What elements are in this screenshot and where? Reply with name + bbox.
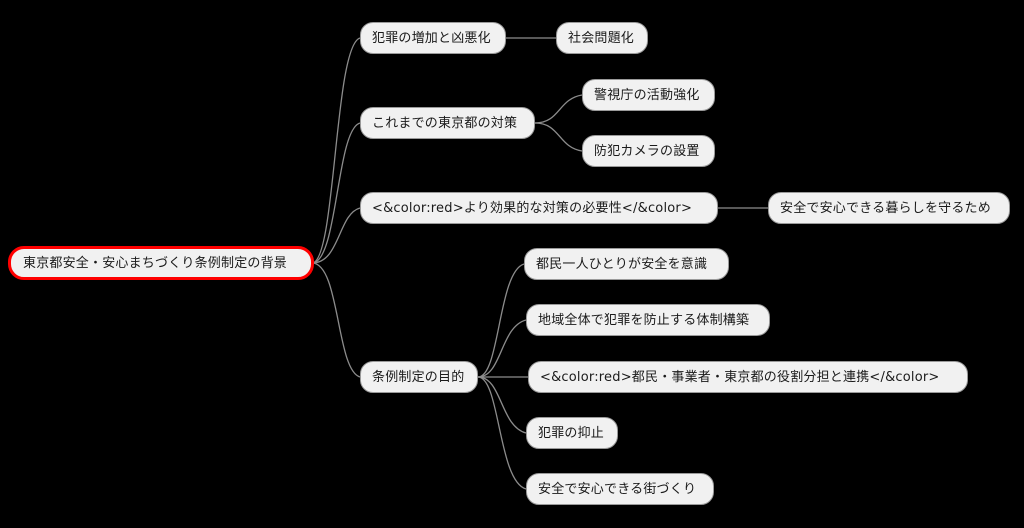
edge-ordinance-to-citizen-awareness xyxy=(477,263,525,378)
node-label: 犯罪の増加と凶悪化 xyxy=(372,30,491,46)
root-node-label: 東京都安全・安心まちづくり条例制定の背景 xyxy=(23,255,288,271)
node-label: <&color:red>都民・事業者・東京都の役割分担と連携</&color> xyxy=(540,369,940,385)
node-label: 安全で安心できる街づくり xyxy=(538,481,697,497)
edge-ordinance-to-community-system xyxy=(477,319,527,378)
node-citizen-awareness[interactable]: 都民一人ひとりが安全を意識 xyxy=(524,248,729,280)
edge-root-to-effective-measures xyxy=(311,207,361,264)
node-crime-increase[interactable]: 犯罪の増加と凶悪化 xyxy=(360,22,506,54)
node-ordinance-purpose[interactable]: 条例制定の目的 xyxy=(360,361,478,393)
node-police-activity[interactable]: 警視庁の活動強化 xyxy=(582,79,715,111)
node-label: 防犯カメラの設置 xyxy=(594,143,700,159)
node-effective-measures[interactable]: <&color:red>より効果的な対策の必要性</&color> xyxy=(360,192,718,224)
node-label: 警視庁の活動強化 xyxy=(594,87,700,103)
edge-root-to-tokyo-measures xyxy=(311,122,361,264)
node-label: 犯罪の抑止 xyxy=(538,425,605,441)
node-social-problem[interactable]: 社会問題化 xyxy=(556,22,648,54)
node-label: <&color:red>より効果的な対策の必要性</&color> xyxy=(372,200,693,216)
node-crime-deterrence[interactable]: 犯罪の抑止 xyxy=(526,417,618,449)
node-safe-living[interactable]: 安全で安心できる暮らしを守るため xyxy=(768,192,1010,224)
node-label: 都民一人ひとりが安全を意識 xyxy=(536,256,708,272)
node-role-sharing[interactable]: <&color:red>都民・事業者・東京都の役割分担と連携</&color> xyxy=(528,361,968,393)
edge-tokyo-measures-to-security-camera xyxy=(534,122,583,152)
node-tokyo-measures[interactable]: これまでの東京都の対策 xyxy=(360,107,535,139)
node-security-camera[interactable]: 防犯カメラの設置 xyxy=(582,135,715,167)
node-community-system[interactable]: 地域全体で犯罪を防止する体制構築 xyxy=(526,304,770,336)
node-label: 条例制定の目的 xyxy=(372,369,465,385)
edge-ordinance-to-safe-town xyxy=(477,376,527,490)
edge-tokyo-measures-to-police-activity xyxy=(534,94,583,124)
node-label: 安全で安心できる暮らしを守るため xyxy=(780,200,991,216)
mindmap-root-node[interactable]: 東京都安全・安心まちづくり条例制定の背景 xyxy=(8,246,314,280)
node-label: 地域全体で犯罪を防止する体制構築 xyxy=(538,312,750,328)
edge-root-to-crime-increase xyxy=(311,37,361,264)
node-safe-town[interactable]: 安全で安心できる街づくり xyxy=(526,473,714,505)
edge-ordinance-to-crime-deterrence xyxy=(477,376,527,434)
edge-root-to-ordinance-purpose xyxy=(311,262,361,378)
node-label: 社会問題化 xyxy=(568,30,635,46)
node-label: これまでの東京都の対策 xyxy=(372,115,518,131)
